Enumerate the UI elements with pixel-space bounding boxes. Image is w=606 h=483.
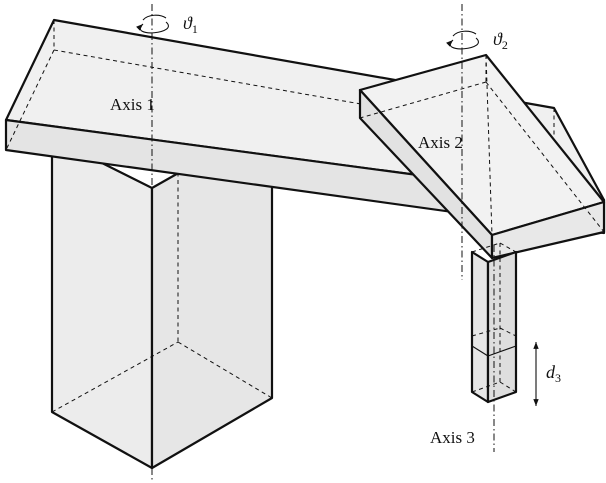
axis-1-label: Axis 1 — [110, 95, 155, 114]
rotation-arrow-1 — [136, 14, 169, 34]
axis-2-label: Axis 2 — [418, 133, 463, 152]
theta-1-label: ϑ1 — [183, 13, 198, 36]
rotation-arrow-2 — [446, 30, 479, 50]
link-2 — [358, 53, 606, 260]
d-3-label: d3 — [546, 362, 561, 385]
theta-2-label: ϑ2 — [493, 29, 508, 52]
base-column — [50, 59, 274, 470]
axis-3-label: Axis 3 — [430, 428, 475, 447]
prismatic-slide — [470, 242, 518, 404]
axis-lines — [151, 4, 495, 480]
